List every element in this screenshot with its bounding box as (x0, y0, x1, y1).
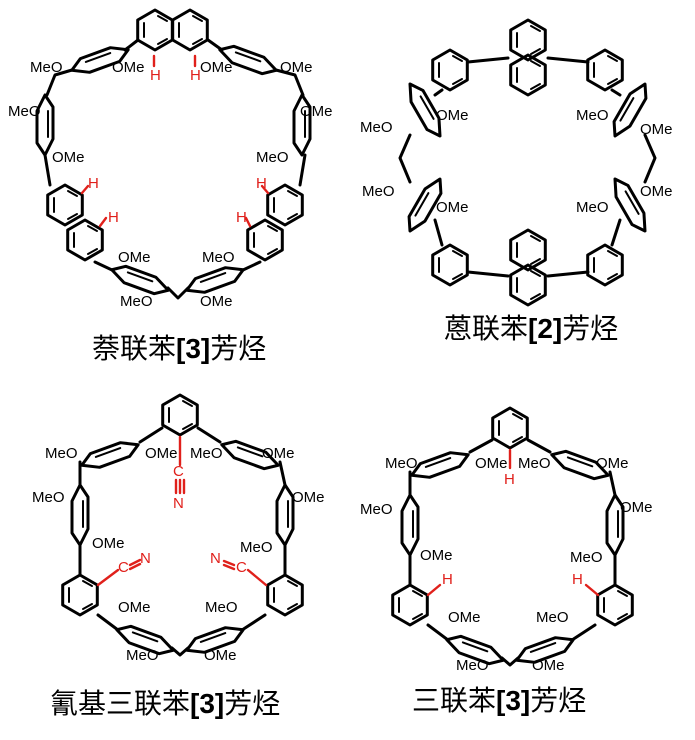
ome-label: OMe (292, 489, 325, 506)
meo-label: MeO (240, 539, 273, 556)
central-phenyl-ring (266, 573, 304, 617)
n-label: N (210, 550, 221, 567)
meo-label: MeO (518, 455, 551, 472)
dmb-ring (77, 435, 143, 475)
h-label: H (442, 571, 453, 588)
ome-label: OMe (436, 199, 469, 216)
central-phenyl-ring (491, 406, 529, 450)
meo-label: MeO (576, 199, 609, 216)
naphthalene-biphen-3-arene: MeO OMe OMe OMe MeO OMe OMe MeO OMe MeO … (8, 8, 333, 365)
meo-label: MeO (190, 445, 223, 462)
n-label: N (140, 550, 151, 567)
dmb-ring (275, 483, 295, 547)
meo-label: MeO (45, 445, 78, 462)
ome-label: OMe (640, 183, 673, 200)
c-label: C (236, 559, 247, 576)
central-phenyl-ring (596, 583, 634, 627)
h-label: H (108, 209, 119, 226)
ome-label: OMe (280, 59, 313, 76)
naphthalene-top (136, 8, 209, 52)
caption: 蒽联苯[2]芳烃 (444, 312, 618, 345)
ome-label: OMe (448, 609, 481, 626)
meo-label: MeO (362, 183, 395, 200)
ome-label: OMe (200, 59, 233, 76)
meo-label: MeO (30, 59, 63, 76)
meo-label: MeO (126, 647, 159, 664)
meo-label: MeO (120, 293, 153, 310)
dmb-ring (400, 493, 420, 557)
ome-label: OMe (118, 249, 151, 266)
meo-label: MeO (256, 149, 289, 166)
caption: 三联苯[3]芳烃 (412, 684, 586, 717)
ome-label: OMe (112, 59, 145, 76)
anthracene-bottom (509, 228, 547, 307)
phenyl-ring (431, 243, 469, 287)
ome-label: OMe (204, 647, 237, 664)
h-label: H (256, 175, 267, 192)
h-label: H (88, 175, 99, 192)
meo-label: MeO (570, 549, 603, 566)
meo-label: MeO (202, 249, 235, 266)
ome-label: OMe (52, 149, 85, 166)
phenyl-ring (586, 48, 624, 92)
meo-label: MeO (536, 609, 569, 626)
naphthalene-right (246, 183, 304, 262)
meo-label: MeO (8, 103, 41, 120)
caption: 氰基三联苯[3]芳烃 (50, 687, 280, 720)
dmb-ring (70, 483, 90, 547)
c-label: C (173, 463, 184, 480)
h-label: H (236, 209, 247, 226)
h-label: H (190, 67, 201, 84)
anthracene-top (509, 18, 547, 97)
terphen-3-arene: H H H MeO OMe MeO OMe MeO OMe OMe MeO OM… (360, 406, 653, 717)
meo-label: MeO (456, 657, 489, 674)
meo-label: MeO (360, 501, 393, 518)
ome-label: OMe (200, 293, 233, 310)
ome-label: OMe (420, 547, 453, 564)
meo-label: MeO (576, 107, 609, 124)
central-phenyl-ring (161, 393, 199, 437)
phenyl-ring (586, 243, 624, 287)
naphthalene-left (46, 183, 104, 262)
meo-label: MeO (205, 599, 238, 616)
h-label: H (572, 571, 583, 588)
h-label: H (504, 471, 515, 488)
caption: 萘联苯[3]芳烃 (92, 332, 266, 365)
n-label: N (173, 495, 184, 512)
ome-label: OMe (475, 455, 508, 472)
c-label: C (118, 559, 129, 576)
ome-label: OMe (300, 103, 333, 120)
phenyl-ring (431, 48, 469, 92)
meo-label: MeO (360, 119, 393, 136)
meo-label: MeO (32, 489, 65, 506)
ome-label: OMe (596, 455, 629, 472)
ome-label: OMe (145, 445, 178, 462)
ome-label: OMe (436, 107, 469, 124)
dmb-ring (407, 445, 473, 485)
ome-label: OMe (118, 599, 151, 616)
central-phenyl-ring (391, 583, 429, 627)
ome-label: OMe (262, 445, 295, 462)
meo-label: MeO (385, 455, 418, 472)
h-label: H (150, 67, 161, 84)
central-phenyl-ring (61, 573, 99, 617)
ome-label: OMe (640, 121, 673, 138)
ome-label: OMe (532, 657, 565, 674)
ome-label: OMe (92, 535, 125, 552)
cyano-terphen-3-arene: C N C N C N MeO OMe MeO OMe MeO OMe OMe … (32, 393, 325, 720)
ome-label: OMe (620, 499, 653, 516)
anthracene-biphen-2-arene: MeO OMe MeO OMe MeO OMe MeO OMe 蒽联苯[2]芳烃 (360, 18, 673, 345)
